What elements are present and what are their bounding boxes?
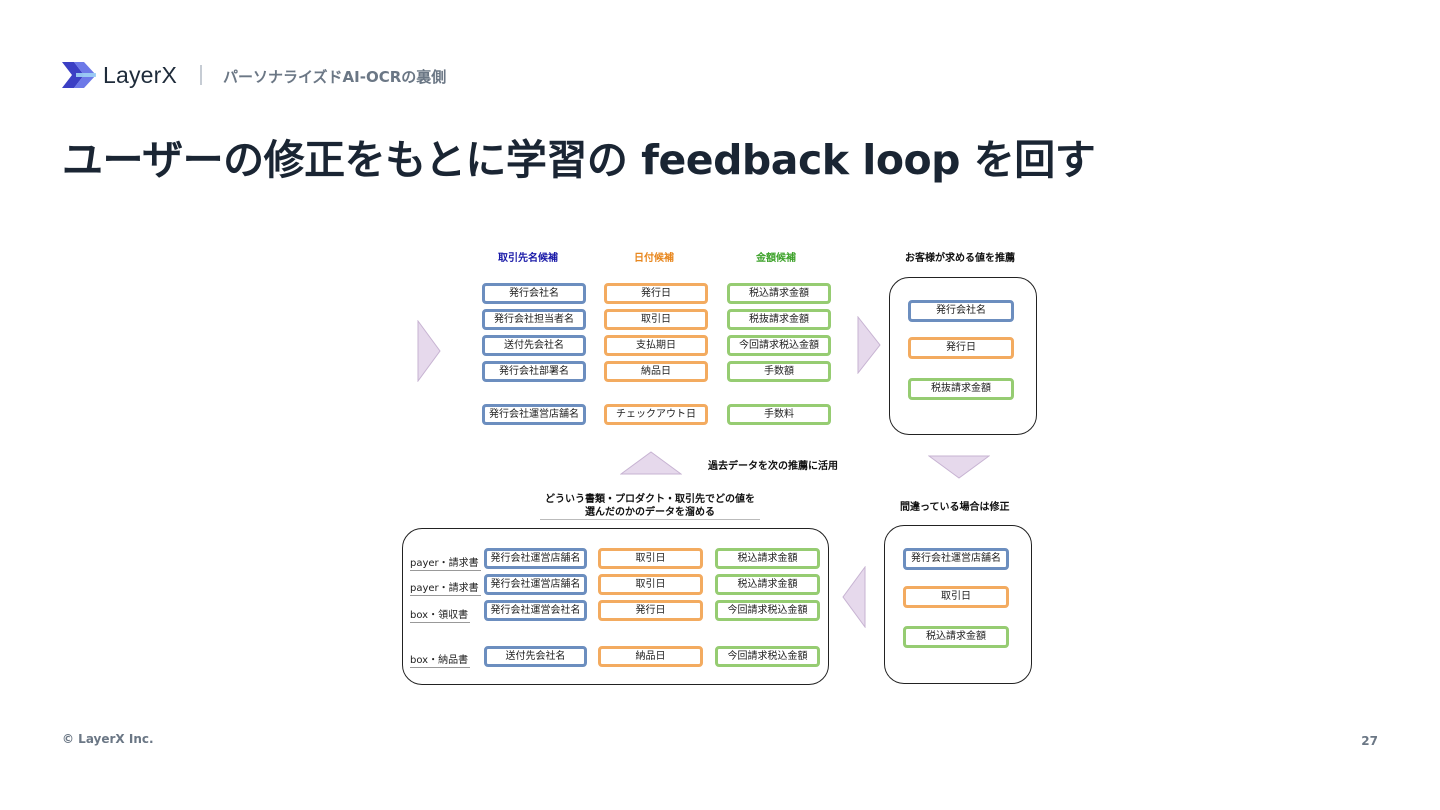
history-row-3-date: 発行日 — [598, 600, 703, 621]
arrow-left-history — [842, 566, 866, 628]
history-row-1-company: 発行会社運営店舗名 — [484, 548, 587, 569]
footer-copyright: © LayerX Inc. — [62, 732, 154, 746]
candidate-amount-5: 手数料 — [727, 404, 831, 425]
history-row-3-amount: 今回請求税込金額 — [715, 600, 820, 621]
candidate-date-5: チェックアウト日 — [604, 404, 708, 425]
header-divider — [200, 65, 202, 85]
arrow-down-correct — [928, 455, 990, 479]
correct-date: 取引日 — [903, 586, 1009, 608]
date-candidates-header: 日付候補 — [634, 253, 674, 264]
recommend-caption: お客様が求める値を推薦 — [905, 253, 1015, 264]
candidate-amount-1: 税込請求金額 — [727, 283, 831, 304]
arrow-up-loop — [620, 451, 682, 475]
history-row-2-amount: 税込請求金額 — [715, 574, 820, 595]
history-row-2-company: 発行会社運営店舗名 — [484, 574, 587, 595]
candidate-date-1: 発行日 — [604, 283, 708, 304]
candidate-company-2: 発行会社担当者名 — [482, 309, 586, 330]
history-row-1-label: payer・請求書 — [410, 554, 481, 571]
history-row-1-date: 取引日 — [598, 548, 703, 569]
history-row-4-label: box・納品書 — [410, 651, 471, 668]
correct-company: 発行会社運営店舗名 — [903, 548, 1009, 570]
candidate-amount-4: 手数額 — [727, 361, 831, 382]
history-caption-line2: 選んだのかのデータを溜める — [585, 507, 715, 518]
candidate-date-2: 取引日 — [604, 309, 708, 330]
history-row-3-company: 発行会社運営会社名 — [484, 600, 587, 621]
history-row-4-company: 送付先会社名 — [484, 646, 587, 667]
candidate-amount-2: 税抜請求金額 — [727, 309, 831, 330]
recommend-date: 発行日 — [908, 337, 1014, 359]
candidate-company-5: 発行会社運営店舗名 — [482, 404, 586, 425]
page-title: ユーザーの修正をもとに学習の feedback loop を回す — [62, 136, 1096, 184]
candidate-amount-3: 今回請求税込金額 — [727, 335, 831, 356]
amount-candidates-header: 金額候補 — [756, 253, 796, 264]
correct-amount: 税込請求金額 — [903, 626, 1009, 648]
history-caption-line1: どういう書類・プロダクト・取引先でどの値を — [545, 494, 755, 505]
history-row-4-date: 納品日 — [598, 646, 703, 667]
history-row-1-amount: 税込請求金額 — [715, 548, 820, 569]
candidate-date-3: 支払期日 — [604, 335, 708, 356]
history-row-2-date: 取引日 — [598, 574, 703, 595]
candidate-company-1: 発行会社名 — [482, 283, 586, 304]
recommend-amount: 税抜請求金額 — [908, 378, 1014, 400]
history-caption: どういう書類・プロダクト・取引先でどの値を 選んだのかのデータを溜める — [540, 493, 760, 520]
arrow-right-input — [417, 320, 441, 382]
history-row-2-label: payer・請求書 — [410, 579, 481, 596]
company-candidates-header: 取引先名候補 — [498, 253, 558, 264]
correct-caption: 間違っている場合は修正 — [900, 502, 1010, 513]
candidate-company-3: 送付先会社名 — [482, 335, 586, 356]
page-number: 27 — [1361, 734, 1378, 748]
candidate-company-4: 発行会社部署名 — [482, 361, 586, 382]
arrow-right-recommend — [857, 316, 881, 374]
header-subtitle: パーソナライズドAI-OCRの裏側 — [223, 68, 447, 86]
loop-caption: 過去データを次の推薦に活用 — [708, 461, 838, 472]
logo-text: LayerX — [103, 62, 178, 88]
history-row-3-label: box・領収書 — [410, 606, 471, 623]
recommend-company: 発行会社名 — [908, 300, 1014, 322]
candidate-date-4: 納品日 — [604, 361, 708, 382]
history-row-4-amount: 今回請求税込金額 — [715, 646, 820, 667]
layerx-logo-icon — [62, 62, 96, 88]
